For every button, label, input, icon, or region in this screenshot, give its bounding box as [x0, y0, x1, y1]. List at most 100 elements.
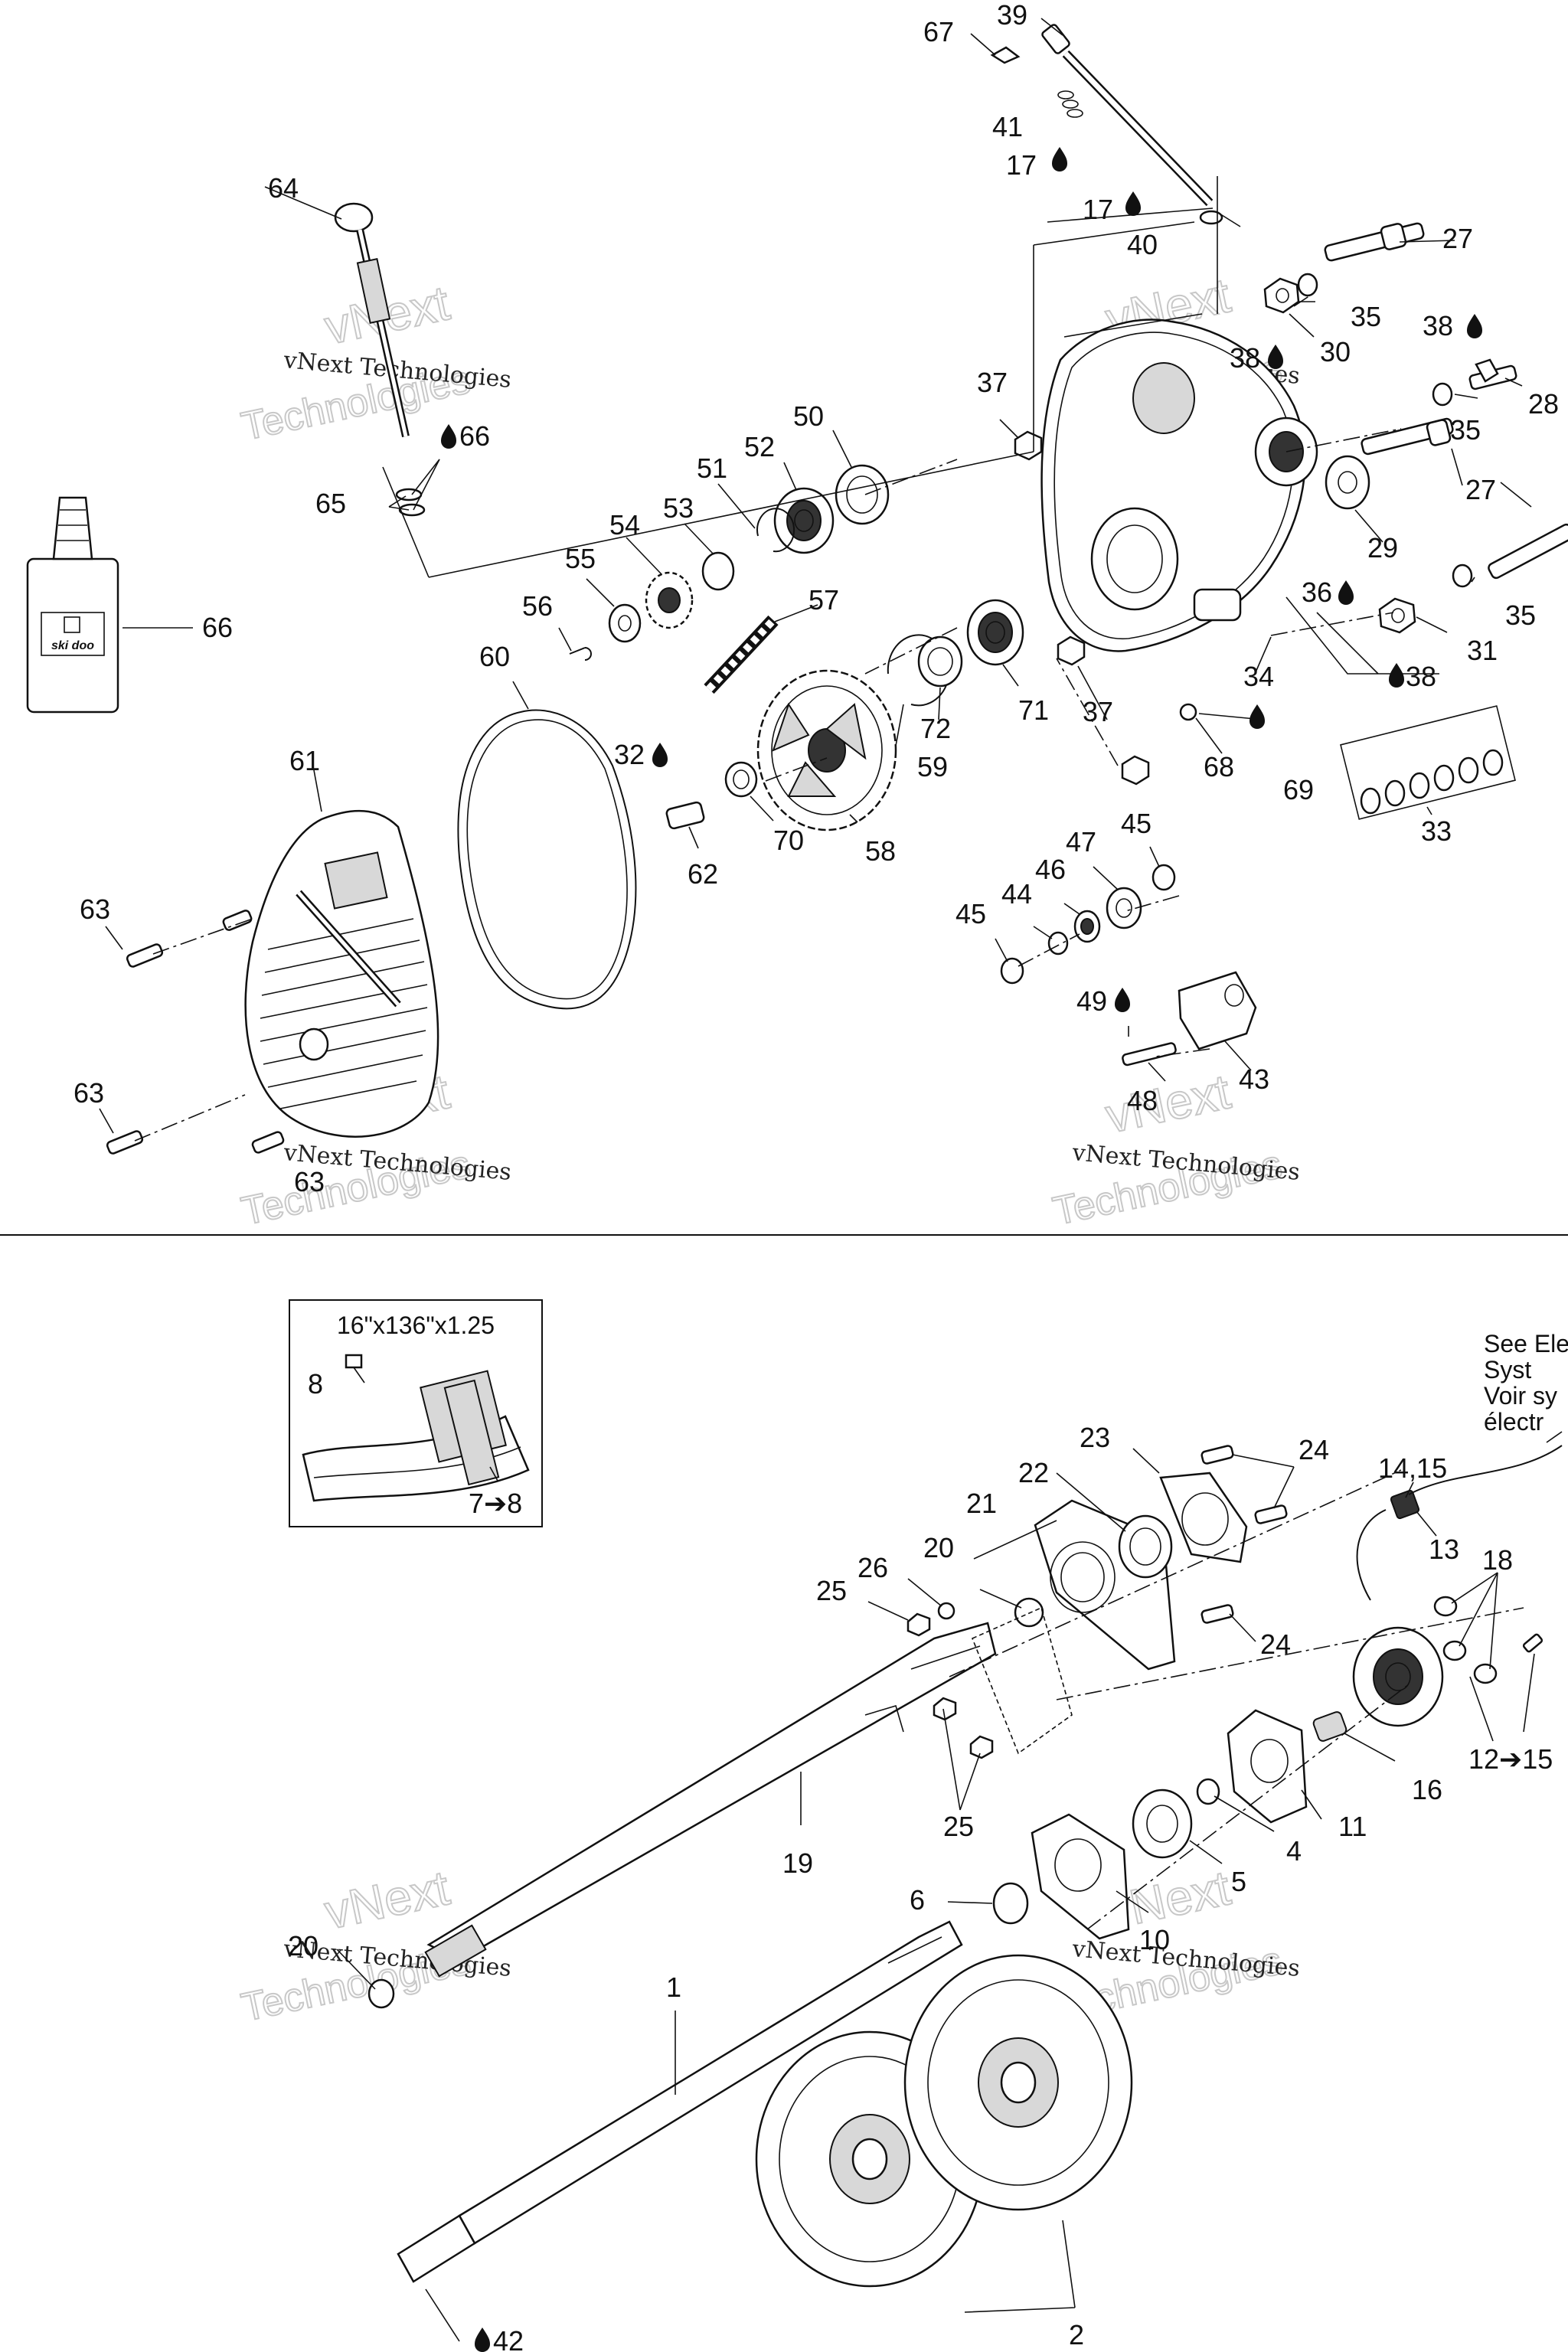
circlip-20-left: [368, 1978, 395, 2009]
track-spec-text: 16"x136"x1.25: [337, 1312, 495, 1339]
callout-24: 24: [1298, 1434, 1329, 1465]
callout-22: 22: [1018, 1457, 1049, 1488]
bottom-leader-lines: [336, 1367, 1535, 2342]
bearing-71: [966, 599, 1024, 666]
o-ring-60: [457, 709, 637, 1010]
callout-8: 8: [308, 1368, 323, 1400]
callout-63: 63: [294, 1166, 325, 1197]
callout-24: 24: [1260, 1628, 1291, 1660]
callout-60: 60: [479, 641, 510, 672]
bolt-27-top: [1324, 222, 1425, 262]
spacer-44: [1047, 931, 1069, 956]
callout-50: 50: [793, 400, 824, 432]
bolts-24: [1200, 1445, 1288, 1624]
callout-25: 25: [943, 1811, 974, 1842]
callout-35: 35: [1505, 599, 1536, 631]
tensioner-43: [1178, 971, 1257, 1050]
callout-33: 33: [1421, 815, 1452, 847]
callout-13: 13: [1429, 1534, 1459, 1565]
bolts-63: [106, 910, 285, 1155]
bearing-52: [773, 487, 835, 554]
washer-45-right: [1152, 864, 1176, 891]
callout-21: 21: [966, 1488, 997, 1519]
callout-27: 27: [1465, 474, 1496, 505]
callout-46: 46: [1035, 854, 1066, 885]
o-rings-41: [1057, 90, 1083, 118]
callout-32: 32: [614, 739, 645, 770]
callout-34: 34: [1243, 661, 1274, 692]
see-electrical-note: See Ele Syst Voir sy électr: [1484, 1330, 1568, 1443]
callout-20: 20: [288, 1930, 318, 1962]
svg-text:Syst: Syst: [1484, 1356, 1531, 1383]
dipstick-64: [334, 202, 410, 438]
callout-72: 72: [920, 713, 951, 744]
sprocket-58: [756, 669, 897, 831]
bolt-48: [1122, 1042, 1177, 1067]
callout-67: 67: [923, 16, 954, 47]
callout-19: 19: [782, 1847, 813, 1879]
sprocket-54: [645, 571, 694, 629]
axle-1: [397, 1920, 963, 2283]
spacer-72: [917, 635, 963, 688]
oil-bottle-66: ski doo: [26, 496, 119, 714]
callout-16: 16: [1412, 1774, 1442, 1805]
callout-57: 57: [808, 584, 839, 616]
callout-55: 55: [565, 543, 596, 574]
svg-text:See Ele: See Ele: [1484, 1330, 1568, 1357]
callout-62: 62: [688, 858, 718, 890]
callout-63: 63: [74, 1077, 104, 1109]
callout-10: 10: [1139, 1924, 1170, 1955]
bolt-39: [1041, 24, 1214, 207]
callout-38: 38: [1406, 661, 1436, 692]
spacer-29: [1325, 455, 1370, 510]
callout-2: 2: [1069, 2319, 1084, 2350]
callout-52: 52: [744, 431, 775, 462]
screws-18: [1433, 1596, 1544, 1684]
cover-23: [1159, 1472, 1248, 1563]
chain-57: [704, 615, 779, 694]
cotter-pin-56: [569, 647, 592, 661]
washer-nut-25-26: [906, 1602, 994, 1759]
washer-6: [992, 1882, 1029, 1925]
callout-30: 30: [1320, 336, 1351, 368]
callout-44: 44: [1001, 878, 1032, 910]
bottle-brand: ski doo: [51, 639, 94, 652]
callout-38: 38: [1423, 310, 1453, 341]
callout-54: 54: [609, 509, 640, 541]
callout-66: 66: [459, 420, 490, 452]
callout-71: 71: [1018, 694, 1049, 726]
callout-35: 35: [1351, 301, 1381, 332]
bearing-22: [1118, 1514, 1173, 1579]
callout-66: 66: [202, 612, 233, 643]
bolt-27-mid: [1361, 417, 1454, 456]
callout-20: 20: [923, 1532, 954, 1563]
sensor-13: [1356, 1445, 1563, 1601]
callout-63: 63: [80, 893, 110, 925]
callout-14-15: 14,15: [1378, 1452, 1447, 1484]
callout-43: 43: [1239, 1063, 1269, 1095]
spacer-53: [701, 551, 735, 591]
callout-23: 23: [1080, 1422, 1110, 1453]
callout-48: 48: [1127, 1085, 1158, 1116]
bolt-62: [665, 801, 705, 830]
nuts-37: [1014, 430, 1150, 786]
callout-7-8: 7➔8: [469, 1488, 522, 1519]
roller-47: [1106, 887, 1142, 929]
bolt-28: [1468, 358, 1517, 390]
callout-42: 42: [493, 2325, 524, 2352]
nut-30: [1263, 277, 1300, 314]
callout-68: 68: [1204, 751, 1234, 782]
callout-45: 45: [956, 898, 986, 929]
callout-45: 45: [1121, 808, 1152, 839]
nut-31: [1378, 597, 1416, 634]
callout-17: 17: [1006, 149, 1037, 181]
callout-35: 35: [1450, 414, 1481, 446]
circlip-51: [756, 508, 795, 553]
callout-26: 26: [858, 1552, 888, 1583]
callout-41: 41: [992, 111, 1023, 142]
chaincase-ghost: [971, 1606, 1073, 1755]
callouts: 39 67 41 17 17 40 27 35 30 38 38 28 35 2…: [74, 0, 1559, 2352]
nut-16-small: [1312, 1711, 1348, 1742]
callout-25: 25: [816, 1575, 847, 1606]
